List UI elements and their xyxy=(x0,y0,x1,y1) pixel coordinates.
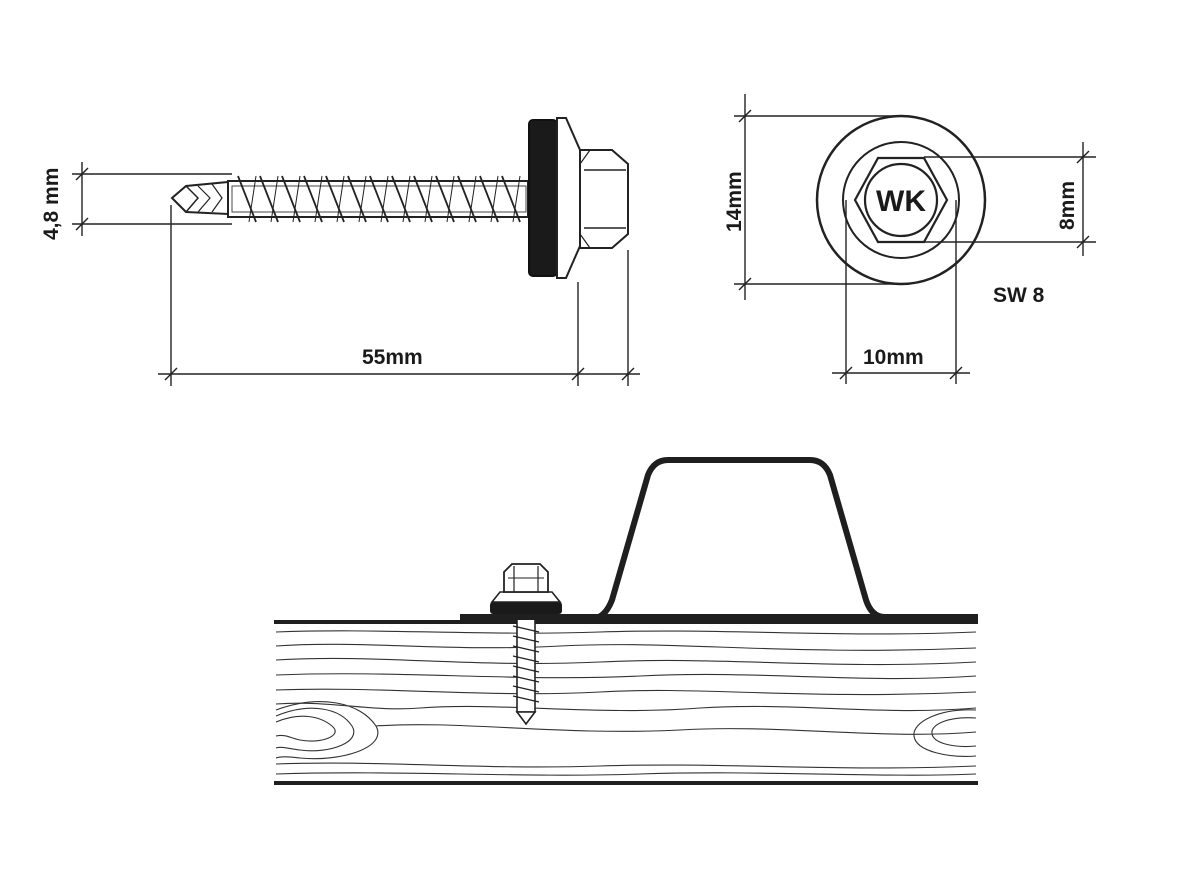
wood-beam-icon xyxy=(274,620,978,785)
wrench-size-label: SW 8 xyxy=(993,284,1045,307)
washer-diameter-label: 14mm xyxy=(723,171,746,232)
diameter-label: 4,8 mm xyxy=(40,168,63,240)
sheet-bottom-flange xyxy=(460,614,978,620)
head-marking: WK xyxy=(876,185,926,218)
length-label: 55mm xyxy=(362,346,423,369)
roof-sheet-section-icon xyxy=(460,457,978,622)
hex-width-dimension xyxy=(832,200,970,384)
diameter-dimension xyxy=(72,162,232,236)
hex-height-label: 8mm xyxy=(1056,181,1079,230)
washer-diameter-dimension xyxy=(734,94,901,300)
screw-side-view-icon xyxy=(170,117,629,279)
hex-height-dimension xyxy=(924,142,1096,256)
screw-top-view-icon xyxy=(815,114,987,286)
length-dimension xyxy=(158,205,640,386)
installed-screw-icon xyxy=(490,563,562,726)
hex-width-label: 10mm xyxy=(863,346,924,369)
